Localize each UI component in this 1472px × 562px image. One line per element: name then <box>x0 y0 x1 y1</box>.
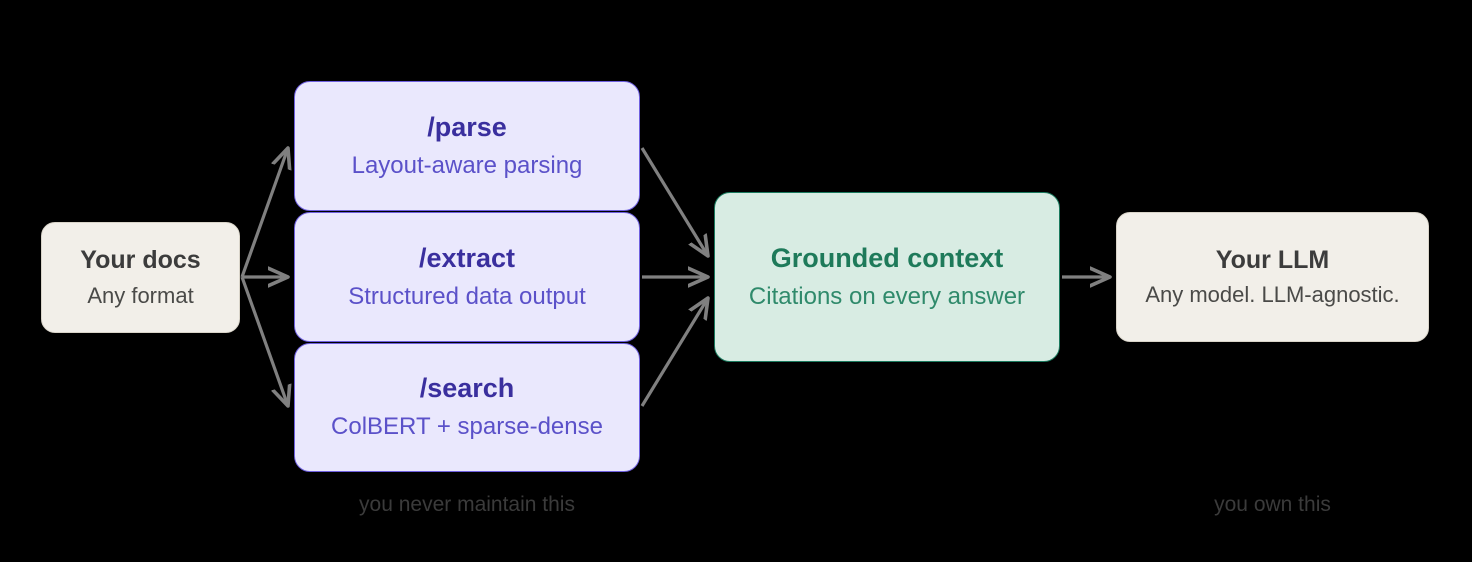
caption-you-never-maintain-this: you never maintain this <box>359 493 575 516</box>
node-grounded-context[interactable]: Grounded context Citations on every answ… <box>714 192 1060 362</box>
edge-your-docs-to-parse <box>240 148 288 278</box>
node-your-llm-title: Your LLM <box>1215 245 1330 274</box>
node-grounded-context-subtitle: Citations on every answer <box>748 282 1026 310</box>
node-your-docs-title: Your docs <box>80 246 201 275</box>
node-your-llm-subtitle: Any model. LLM-agnostic. <box>1145 282 1400 308</box>
node-your-llm[interactable]: Your LLM Any model. LLM-agnostic. <box>1116 212 1429 342</box>
node-parse-title: /parse <box>427 111 507 142</box>
edge-parse-to-grounded <box>640 147 708 256</box>
node-your-docs[interactable]: Your docs Any format <box>41 222 240 333</box>
edge-your-docs-to-search <box>240 276 288 406</box>
node-search-title: /search <box>419 373 515 404</box>
node-your-docs-subtitle: Any format <box>87 282 194 308</box>
caption-you-own-this: you own this <box>1214 493 1331 516</box>
node-extract-title: /extract <box>418 242 516 273</box>
node-grounded-context-title: Grounded context <box>770 242 1004 273</box>
node-extract[interactable]: /extract Structured data output <box>294 212 640 342</box>
node-search[interactable]: /search ColBERT + sparse-dense <box>294 343 640 472</box>
node-parse[interactable]: /parse Layout-aware parsing <box>294 81 640 211</box>
edge-search-to-grounded <box>640 298 708 407</box>
node-extract-subtitle: Structured data output <box>348 282 586 310</box>
node-search-subtitle: ColBERT + sparse-dense <box>331 413 603 441</box>
node-parse-subtitle: Layout-aware parsing <box>351 151 583 179</box>
